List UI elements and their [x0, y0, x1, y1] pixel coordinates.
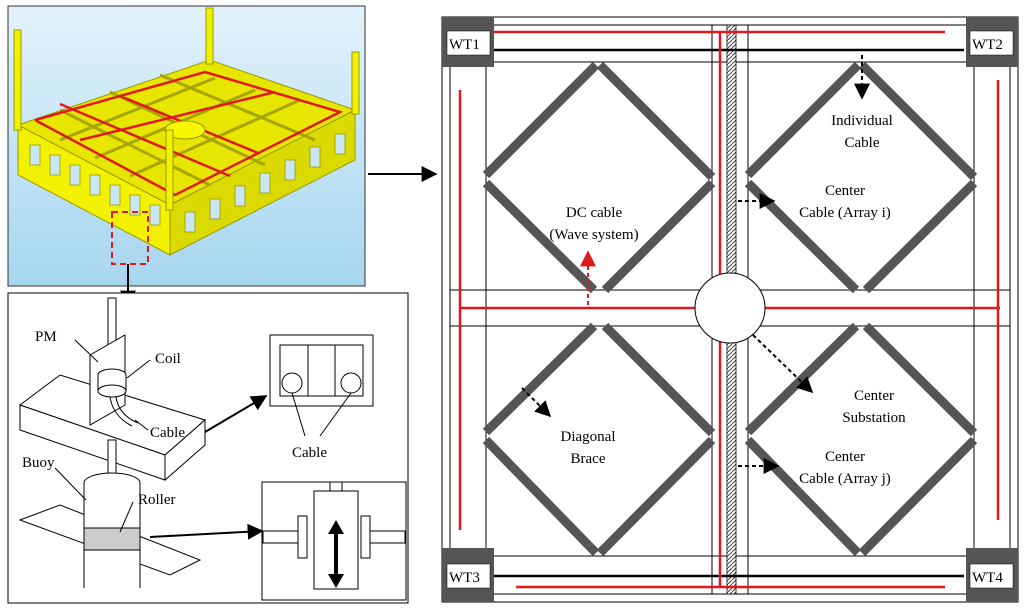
wt2-label: WT2 — [972, 37, 1003, 53]
detail-beam-side — [164, 418, 206, 482]
label-coil: Coil — [155, 351, 181, 367]
diagonal-braces — [482, 61, 978, 557]
platform-inner-frame — [59, 73, 316, 187]
platform-center-hub — [164, 120, 206, 140]
wt1-label: WT1 — [449, 37, 480, 53]
roller-right — [360, 515, 371, 559]
label-individual-cable-2: Cable — [845, 135, 880, 151]
label-center-cable-i-2: Cable (Array i) — [799, 205, 891, 221]
label-cable-section: Cable — [292, 445, 327, 461]
detail-roller-band — [84, 528, 140, 550]
label-center-cable-j-1: Center — [825, 449, 865, 465]
label-cable-detail: Cable — [150, 425, 185, 441]
wt3-box: WT3 — [442, 548, 494, 602]
cable-cross-section: Cable — [269, 334, 374, 461]
label-center-cable-j-2: Cable (Array j) — [799, 471, 891, 487]
wt1-box: WT1 — [442, 17, 494, 67]
label-roller: Roller — [138, 492, 176, 508]
label-individual-cable-1: Individual — [831, 113, 893, 129]
center-substation-circle — [694, 272, 766, 344]
wt4-label: WT4 — [972, 570, 1003, 586]
roller-left — [297, 515, 308, 559]
label-diagonal-brace-2: Brace — [571, 451, 606, 467]
platform-render — [7, 5, 366, 287]
cable-circle-left — [281, 372, 303, 394]
label-center-cable-i-1: Center — [825, 183, 865, 199]
platform-towers — [13, 7, 360, 211]
label-pm: PM — [35, 329, 57, 345]
detail-cable-wire — [109, 396, 133, 427]
plan-view: WT1 WT2 WT3 WT4 Individual Cable — [441, 16, 1019, 603]
label-center-substation-2: Substation — [842, 410, 906, 426]
arrow-to-roller-section — [149, 523, 264, 540]
cable-circle-right — [340, 372, 362, 394]
label-dc-cable-2: (Wave system) — [549, 227, 638, 243]
label-buoy: Buoy — [22, 455, 55, 471]
detail-coil-bottom — [97, 384, 127, 398]
detail-highlight-box — [111, 211, 149, 265]
label-dc-cable-1: DC cable — [566, 205, 623, 221]
roller-cross-section — [261, 481, 407, 601]
wt3-label: WT3 — [449, 570, 480, 586]
wt4-box: WT4 — [966, 548, 1018, 602]
arrow-to-cable-section — [204, 395, 268, 433]
label-diagonal-brace-1: Diagonal — [561, 429, 616, 445]
black-cables — [492, 48, 964, 578]
wt2-box: WT2 — [966, 17, 1018, 67]
label-center-substation-1: Center — [854, 388, 894, 404]
platform-wall-slots — [29, 133, 346, 233]
